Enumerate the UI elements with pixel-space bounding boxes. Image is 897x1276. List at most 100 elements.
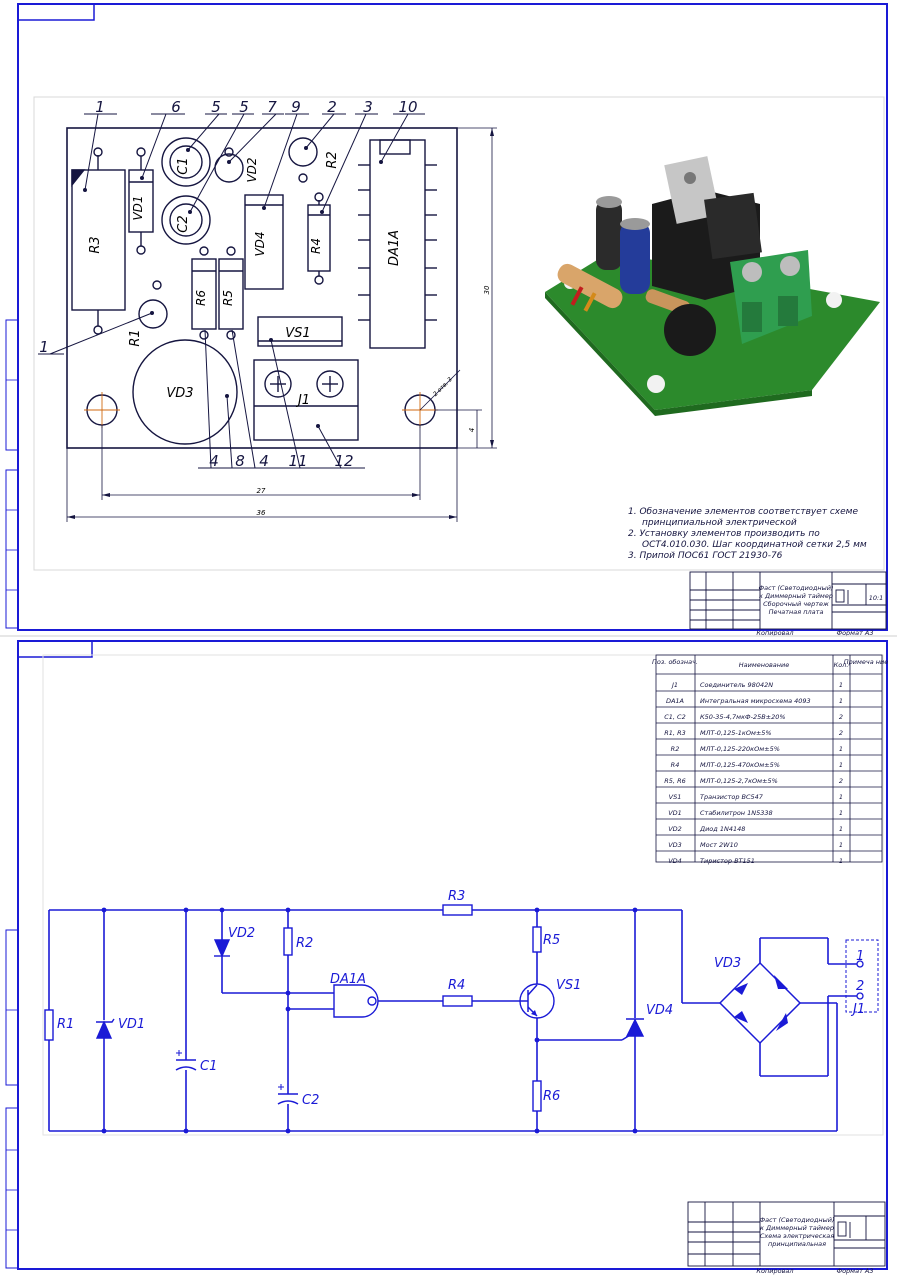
pcb-label-vd1: VD1: [131, 195, 145, 220]
svg-text:7: 7: [267, 98, 277, 116]
bom-cell: МЛТ-0,125-1кОм±5%: [700, 729, 772, 737]
assembly-side-strip: [5, 319, 19, 451]
sch-label-vd4: VD4: [646, 1003, 673, 1018]
sch-label-c2: C2: [302, 1093, 319, 1108]
svg-text:Поз. обознач.: Поз. обознач.: [652, 658, 698, 666]
svg-text:Сборочный чертеж: Сборочный чертеж: [763, 600, 829, 608]
pcb-vd4: [244, 194, 284, 290]
schematic-labels: R3 R2 VD2 DA1A R4 R5 VS1 VD4 VD3 R6 R1 V…: [57, 889, 865, 1108]
svg-text:9: 9: [291, 98, 301, 116]
svg-text:Схема электрическая: Схема электрическая: [760, 1232, 834, 1240]
svg-text:к Диммерный таймер: к Диммерный таймер: [759, 592, 833, 600]
assembly-title-block: [689, 571, 887, 630]
bom-cell: 2: [839, 713, 843, 721]
pcb-c2: [161, 195, 211, 245]
bom-cell: Мост 2W10: [700, 841, 738, 849]
bom-cell: К50-35-4,7мкФ-25В±20%: [700, 713, 786, 721]
svg-text:Примеча ние: Примеча ние: [844, 658, 889, 666]
sch-vd1: [95, 1020, 113, 1039]
sch-label-vd2: VD2: [228, 926, 255, 941]
svg-text:8: 8: [235, 452, 245, 470]
sch-label-r4: R4: [448, 978, 465, 993]
pcb-label-vd3: VD3: [166, 386, 193, 401]
sch-label-da1a: DA1A: [330, 972, 366, 987]
pcb-label-vs1: VS1: [285, 326, 310, 341]
bom-cell: 1: [839, 809, 843, 817]
sch-label-c1: C1: [200, 1059, 217, 1074]
bom-headers: Поз. обознач. Наименование Кол. Примеча …: [652, 658, 888, 669]
sch-label-pin1: 1: [856, 949, 864, 964]
assembly-notes: 1. Обозначение элементов соответствует с…: [628, 507, 867, 561]
cap-plus-marks: [176, 1050, 284, 1090]
bom-cell: 1: [839, 681, 843, 689]
pcb-label-r1: R1: [128, 329, 143, 346]
bom-cell: Интегральная микросхема 4093: [700, 697, 811, 705]
bom-cell: Соединитель 98042N: [700, 681, 773, 689]
pcb-label-c1: C1: [176, 157, 191, 174]
svg-text:Формат А3: Формат А3: [836, 1267, 873, 1275]
pcb-mount-holes: [86, 394, 436, 426]
callout-numbers-bottom: 4 8 4 11 12: [209, 452, 353, 470]
schematic-diodes: [95, 939, 645, 1039]
svg-text:Копировал: Копировал: [756, 629, 793, 637]
pcb-r1: [138, 280, 168, 329]
assembly-corner-box: [17, 3, 95, 21]
schematic-vd3-bridge: [718, 961, 802, 1045]
bom-cell: 2: [839, 729, 843, 737]
dim-hole: 2 отв. 3: [432, 376, 454, 398]
dimension-lines: [66, 127, 497, 522]
bom-cell: VD3: [668, 841, 682, 849]
bom-cell: 1: [839, 825, 843, 833]
pcb-vd2: [214, 147, 244, 183]
bom-cell: VS1: [669, 793, 682, 801]
svg-text:3: 3: [363, 98, 373, 116]
callout-dots: [83, 146, 383, 428]
pcb-da1a: [358, 139, 437, 349]
sch-r4: [442, 995, 473, 1007]
bom-cell: 1: [839, 857, 843, 865]
sch-label-j1: J1: [850, 1002, 865, 1017]
bom-cell: МЛТ-0,125-470кОм±5%: [700, 761, 780, 769]
bom-cell: Стабилитрон 1N5338: [700, 809, 773, 817]
sch-r1: [44, 1009, 54, 1041]
hole-center-marks: [84, 392, 438, 428]
assembly-side-strip-lower: [5, 469, 19, 629]
pcb-label-c2: C2: [176, 215, 191, 232]
pcb-label-da1a: DA1A: [387, 230, 402, 266]
sch-label-vs1: VS1: [556, 978, 581, 993]
dim-hole-offset: 4: [468, 428, 476, 432]
sch-da1a-gate: [333, 984, 379, 1018]
schematic-title-block: [687, 1201, 886, 1267]
sch-vs1-arrow: [531, 1010, 537, 1016]
schematic-capacitors: [175, 1059, 299, 1105]
sch-r5: [532, 926, 542, 953]
bom-table: [655, 654, 883, 863]
svg-text:6: 6: [171, 98, 181, 116]
svg-text:3. Припой ПОС61 ГОСТ 21930-76: 3. Припой ПОС61 ГОСТ 21930-76: [628, 551, 783, 561]
svg-text:4: 4: [259, 452, 269, 470]
sch-da1a-bubble: [367, 996, 377, 1006]
pcb-c1: [161, 137, 211, 187]
pcb-label-r4: R4: [309, 238, 323, 254]
sch-label-r6: R6: [543, 1089, 560, 1104]
assembly-frame: [17, 3, 888, 631]
svg-text:1. Обозначение элементов соотв: 1. Обозначение элементов соответствует с…: [628, 507, 858, 517]
pcb-label-r2: R2: [325, 151, 340, 168]
svg-text:Печатная плата: Печатная плата: [769, 608, 824, 616]
bom-cell: VD1: [668, 809, 682, 817]
svg-text:10:1: 10:1: [869, 594, 884, 602]
bom-cell: МЛТ-0,125-220кОм±5%: [700, 745, 780, 753]
pcb-j1: [253, 359, 359, 441]
sch-label-vd1: VD1: [118, 1017, 145, 1032]
bom-cell: VD4: [668, 857, 682, 865]
svg-text:принципиальной электрической: принципиальной электрической: [642, 518, 797, 528]
sch-label-r1: R1: [57, 1017, 74, 1032]
bom-cell: 1: [839, 841, 843, 849]
pcb-label-j1: J1: [295, 393, 310, 408]
assembly-sheet: R3 VD1 C1 C2 VD2: [5, 3, 888, 637]
sch-label-vd3: VD3: [714, 956, 741, 971]
assembly-view-area: [33, 96, 885, 571]
sch-r6: [532, 1080, 542, 1112]
bom-cell: 1: [839, 761, 843, 769]
